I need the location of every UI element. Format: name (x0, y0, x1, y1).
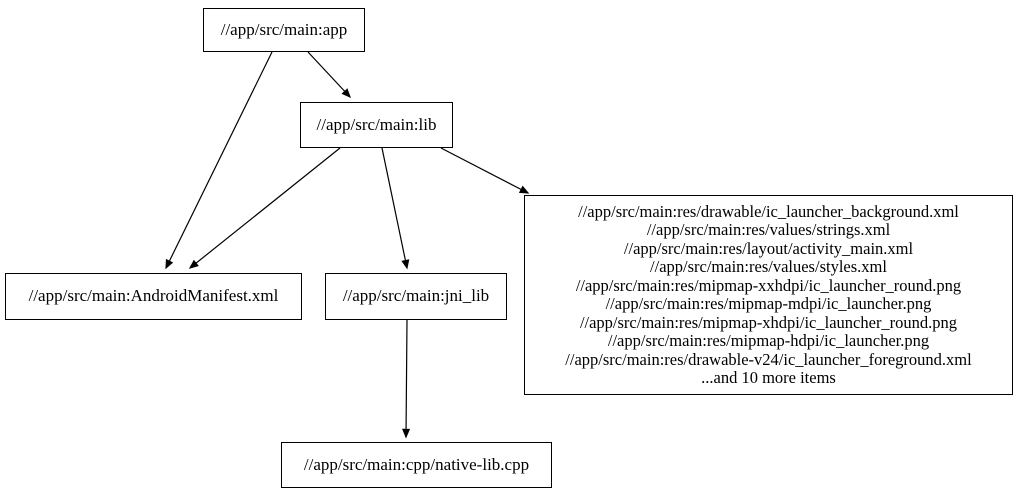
node-jni-lib-label: //app/src/main:jni_lib (342, 286, 490, 306)
node-resources-group: //app/src/main:res/drawable/ic_launcher_… (524, 195, 1013, 395)
resource-item: //app/src/main:res/drawable-v24/ic_launc… (565, 349, 972, 369)
edge-lib-to-resources (440, 147, 530, 194)
edge-app-to-manifest (165, 51, 273, 270)
resource-item: //app/src/main:res/mipmap-mdpi/ic_launch… (605, 294, 932, 313)
node-android-manifest-label: //app/src/main:AndroidManifest.xml (28, 286, 279, 306)
edge-lib-to-manifest (188, 147, 341, 269)
resource-item: //app/src/main:res/values/strings.xml (646, 220, 891, 239)
resource-item: //app/src/main:res/values/styles.xml (650, 257, 887, 276)
node-app-label: //app/src/main:app (220, 19, 348, 39)
node-lib: //app/src/main:lib (300, 102, 453, 148)
edge-app-to-lib (307, 51, 351, 99)
node-lib-label: //app/src/main:lib (316, 114, 437, 134)
edge-lib-to-jni-lib (381, 147, 410, 270)
resource-overflow-note: ...and 10 more items (701, 368, 836, 387)
resource-item: //app/src/main:res/drawable/ic_launcher_… (578, 201, 959, 221)
node-jni-lib: //app/src/main:jni_lib (325, 273, 507, 320)
resource-item: //app/src/main:res/mipmap-xxhdpi/ic_laun… (575, 275, 962, 295)
resource-item: //app/src/main:res/layout/activity_main.… (623, 238, 914, 258)
node-app: //app/src/main:app (203, 8, 365, 52)
resource-item: //app/src/main:res/mipmap-xhdpi/ic_launc… (579, 312, 958, 332)
node-native-lib-cpp-label: //app/src/main:cpp/native-lib.cpp (303, 454, 530, 474)
resource-item: //app/src/main:res/mipmap-hdpi/ic_launch… (607, 331, 930, 350)
node-native-lib-cpp: //app/src/main:cpp/native-lib.cpp (281, 442, 552, 488)
edge-jni-lib-to-native-lib (402, 319, 411, 439)
node-android-manifest: //app/src/main:AndroidManifest.xml (5, 273, 302, 320)
